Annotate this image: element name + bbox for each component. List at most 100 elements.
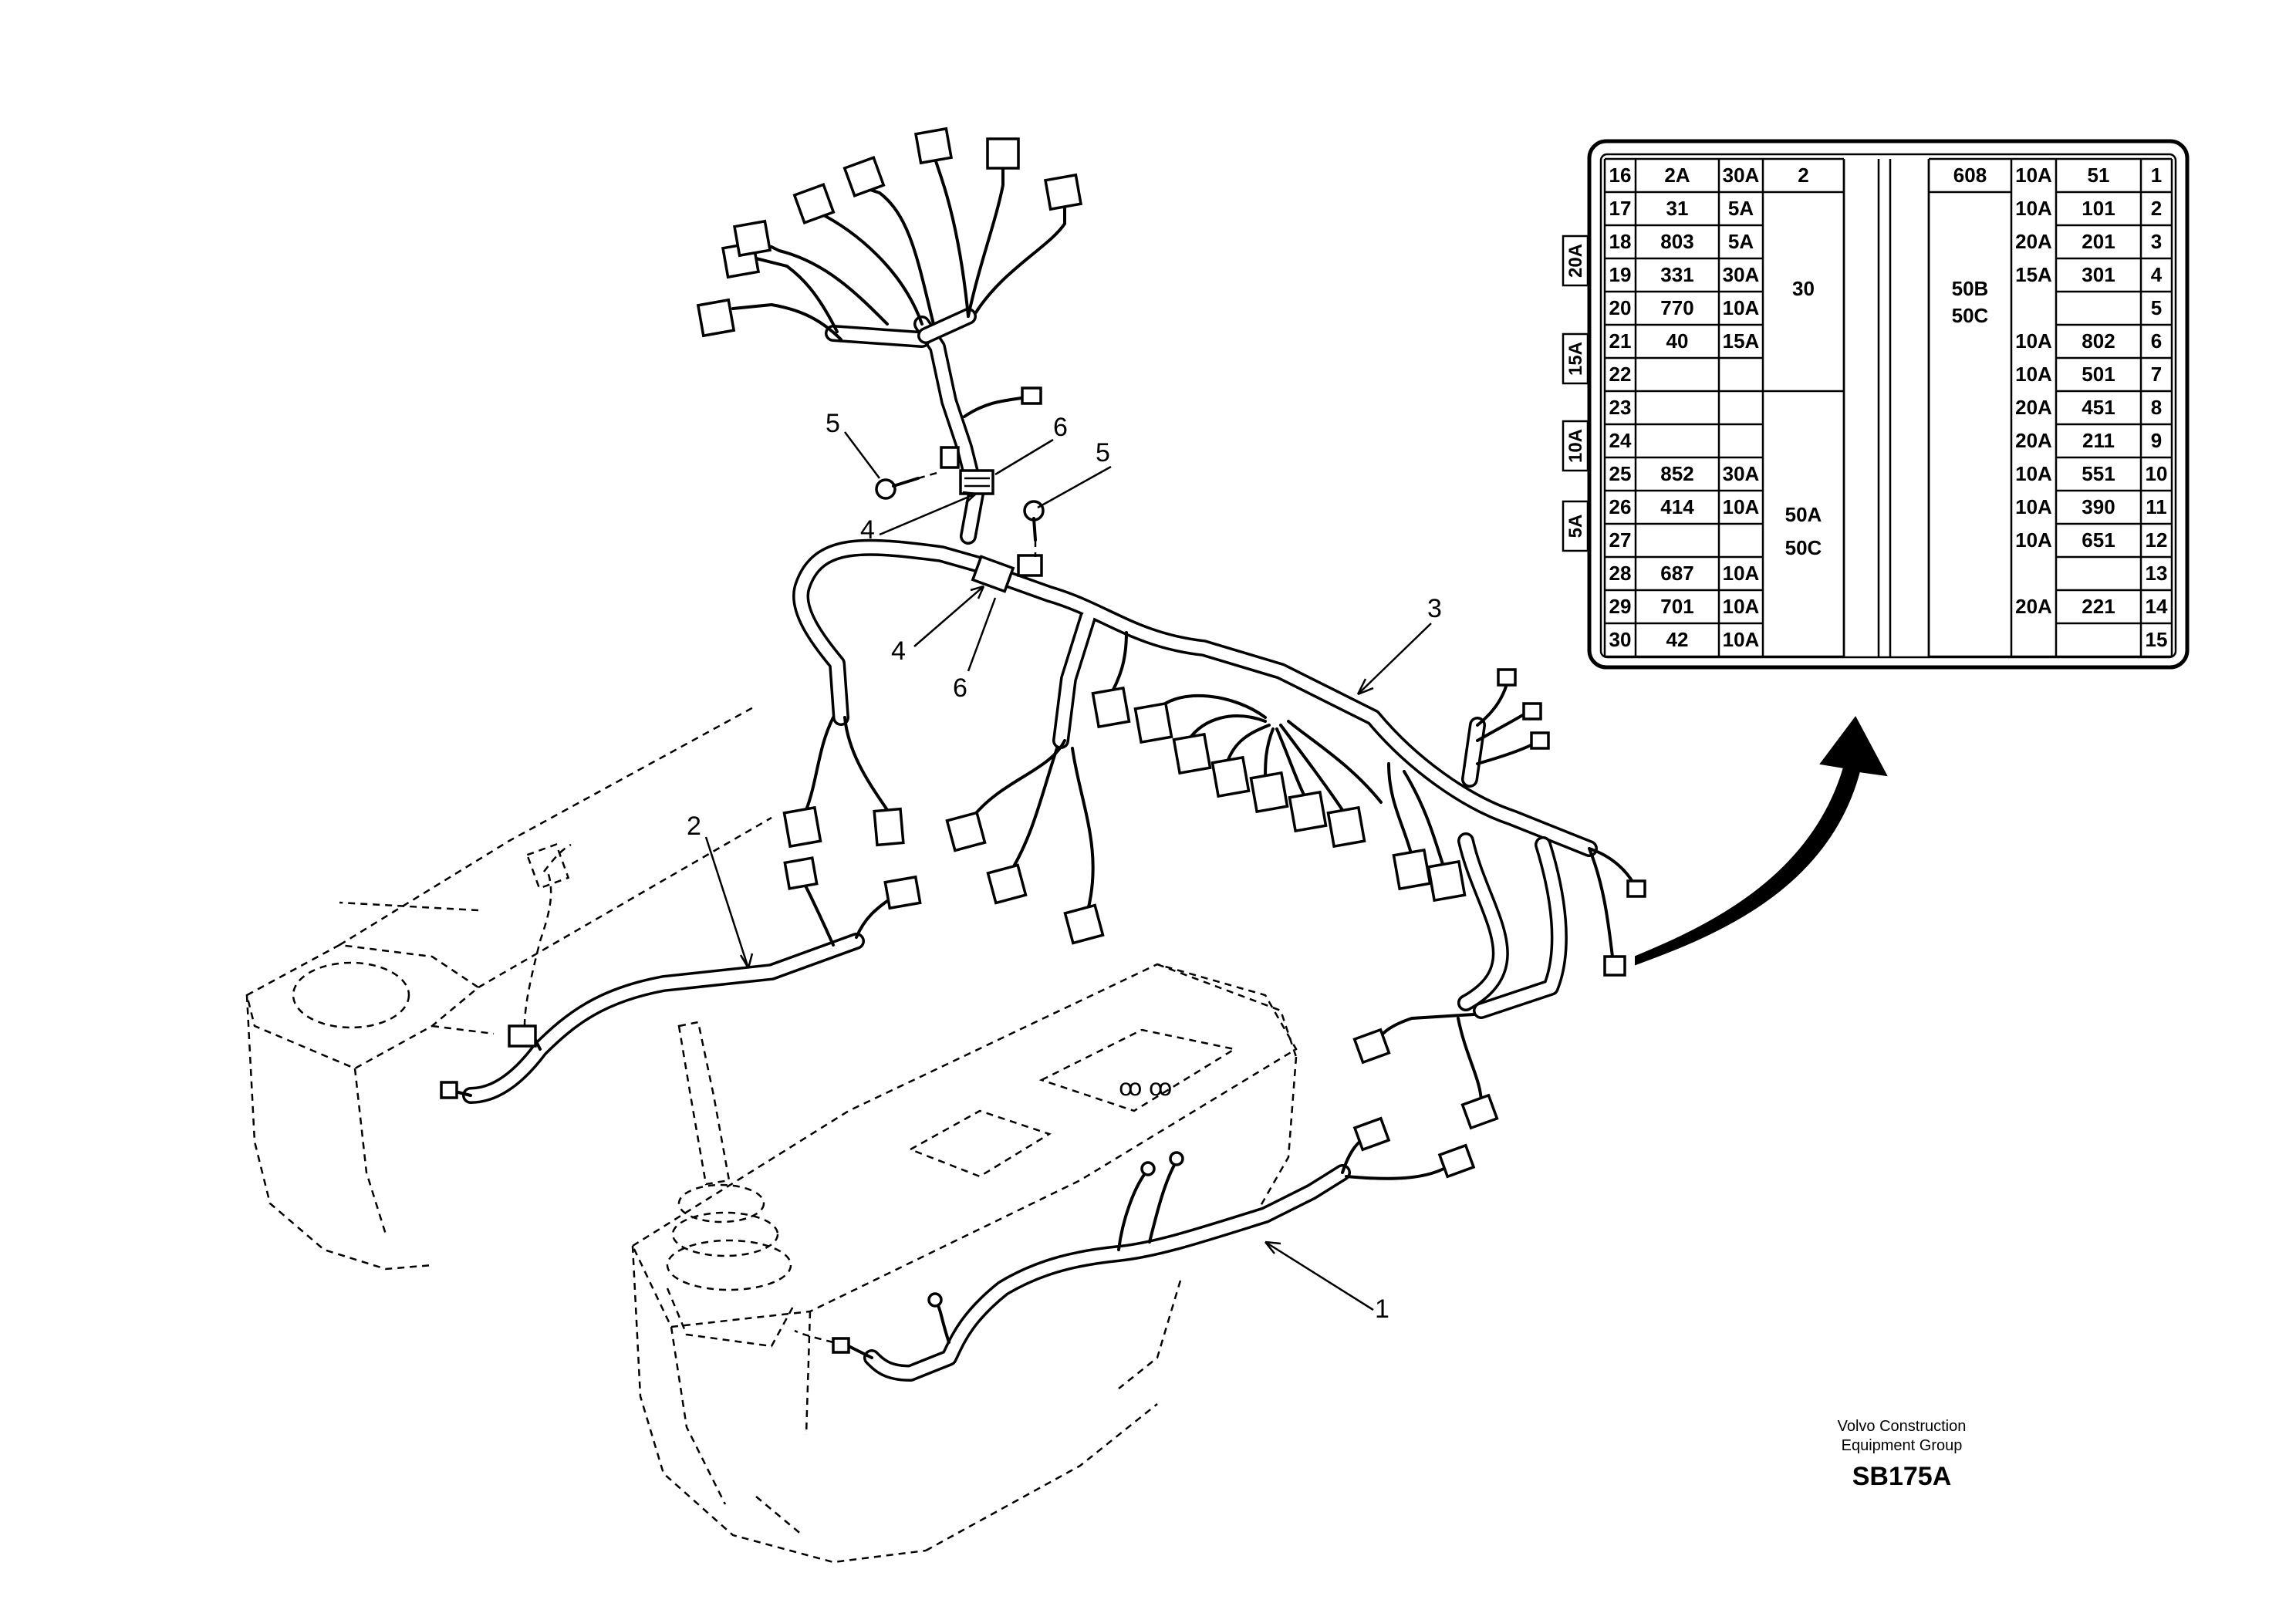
svg-text:5A: 5A [1565, 515, 1586, 538]
fuse-right-pos: 12 [2146, 528, 2168, 552]
fuse-left-group-50c: 50C [1785, 536, 1822, 559]
fuse-side-rating-10a: 10A [1562, 420, 1589, 472]
fuse-left-circuit: 42 [1666, 628, 1689, 651]
fuse-right-amp: 20A [2015, 429, 2052, 452]
fuse-right-pos: 11 [2146, 495, 2167, 518]
fuse-right-amp: 10A [2015, 329, 2052, 353]
fuse-left-pos: 21 [1609, 329, 1632, 353]
fuse-right-pos: 13 [2146, 562, 2168, 585]
fuse-right-amp: 10A [2015, 495, 2052, 518]
fuse-right-amp: 20A [2015, 595, 2052, 618]
callout-4-upper: 4 [860, 515, 875, 545]
fuse-right-amp: 10A [2015, 164, 2052, 187]
fuse-right-group-608: 608 [1953, 164, 1987, 187]
fuse-right-circuit: 301 [2082, 263, 2115, 286]
fuse-right-group-50c: 50C [1952, 304, 1989, 327]
fuse-left-pos: 16 [1609, 164, 1632, 187]
fuse-right-amp: 10A [2015, 363, 2052, 386]
fuse-right-amp: 20A [2015, 230, 2052, 253]
fuse-right-circuit: 201 [2082, 230, 2115, 253]
company-name-line2: Equipment Group [1842, 1437, 1963, 1454]
fuse-left-circuit: 852 [1660, 462, 1693, 485]
fuse-left-amp: 30A [1723, 164, 1760, 187]
fuse-left-circuit: 770 [1660, 296, 1693, 319]
fuse-left-pos: 27 [1609, 528, 1632, 552]
fuse-right-circuit: 551 [2082, 462, 2115, 485]
fuse-left-group-30: 30 [1792, 277, 1815, 300]
fuse-right-pos: 6 [2151, 329, 2162, 353]
callout-5-left: 5 [826, 409, 840, 438]
fuse-left-amp: 30A [1723, 462, 1760, 485]
fuse-left-pos: 17 [1609, 197, 1632, 220]
fuse-left-pos: 25 [1609, 462, 1632, 485]
fuse-left-pos: 29 [1609, 595, 1632, 618]
fuse-side-rating-20a: 20A [1562, 235, 1589, 287]
callout-6-lower: 6 [953, 673, 967, 703]
drawing-code: SB175A [1852, 1462, 1952, 1491]
fuse-right-pos: 5 [2151, 296, 2162, 319]
fuse-grid-lines [1603, 157, 2173, 658]
fuse-left-circuit: 2A [1664, 164, 1690, 187]
fuse-right-amp: 10A [2015, 528, 2052, 552]
fuse-side-rating-15a: 15A [1562, 332, 1589, 385]
fuse-left-amp: 5A [1728, 230, 1754, 253]
footer-block: Volvo Construction Equipment Group SB175… [1838, 1418, 1967, 1491]
fuse-right-pos: 8 [2151, 396, 2162, 419]
fuse-right-pos: 4 [2151, 263, 2163, 286]
fuse-left-circuit: 331 [1660, 263, 1693, 286]
fuse-left-pos: 26 [1609, 495, 1632, 518]
fuse-right-pos: 15 [2146, 628, 2168, 651]
console-switch-symbols: ꝏ ꝏ [1119, 1075, 1172, 1101]
fuse-left-pos: 22 [1609, 363, 1632, 386]
fuse-right-circuit: 390 [2082, 495, 2115, 518]
bolt-upper [875, 471, 940, 500]
fuse-right-pos: 2 [2151, 197, 2162, 220]
fuse-right-group-50b: 50B [1952, 277, 1989, 300]
fuse-right-pos: 1 [2151, 164, 2162, 187]
callout-leaders [704, 431, 1432, 1311]
fuse-left-pos: 23 [1609, 396, 1632, 419]
fuse-left-amp: 30A [1723, 263, 1760, 286]
fuse-left-pos: 24 [1609, 429, 1632, 452]
fuse-left-amp: 10A [1723, 595, 1760, 618]
fuse-left-circuit: 414 [1660, 495, 1694, 518]
fuse-right-circuit: 651 [2082, 528, 2115, 552]
fuse-right-circuit: 101 [2082, 197, 2115, 220]
callout-5-right: 5 [1096, 438, 1110, 467]
clamp-upper [940, 446, 994, 495]
connector-row [1091, 631, 1467, 903]
fuse-left-circuit: 687 [1660, 562, 1693, 585]
fuse-right-pos: 7 [2151, 363, 2162, 386]
fuse-left-amp: 10A [1723, 495, 1760, 518]
fuse-left-circuit: 803 [1660, 230, 1693, 253]
left-console-outline [245, 704, 772, 1271]
fuse-left-group-50a: 50A [1785, 503, 1822, 526]
joystick-outline [666, 1021, 796, 1348]
bolt-lower [1023, 500, 1045, 557]
left-drops [782, 716, 1105, 945]
fuse-left-circuit: 31 [1666, 197, 1689, 220]
callout-3: 3 [1427, 594, 1442, 623]
fuse-right-pos: 9 [2151, 429, 2162, 452]
fuse-right-circuit: 451 [2082, 396, 2115, 419]
fuse-right-circuit: 802 [2082, 329, 2115, 353]
callout-6-upper: 6 [1053, 413, 1068, 442]
fuse-right-pos: 14 [2146, 595, 2168, 618]
company-name-line1: Volvo Construction [1838, 1418, 1967, 1435]
svg-text:10A: 10A [1565, 429, 1586, 463]
fuse-left-amp: 10A [1723, 296, 1760, 319]
fuse-right-circuit: 51 [2088, 164, 2110, 187]
callout-labels: 1 2 3 4 4 5 5 6 6 [687, 409, 1442, 1324]
fuse-right-pos: 10 [2146, 462, 2168, 485]
fuse-left-pos: 28 [1609, 562, 1632, 585]
fuse-left-pos: 18 [1609, 230, 1632, 253]
fuse-left-amp: 15A [1723, 329, 1760, 353]
fuse-box-pointer-arrow [1635, 716, 1888, 966]
svg-text:20A: 20A [1565, 244, 1586, 278]
harness-lower [1352, 836, 1568, 1130]
fuse-right-amp: 15A [2015, 263, 2052, 286]
fuse-left-pos: 19 [1609, 263, 1632, 286]
clamp-lower [971, 554, 1043, 593]
